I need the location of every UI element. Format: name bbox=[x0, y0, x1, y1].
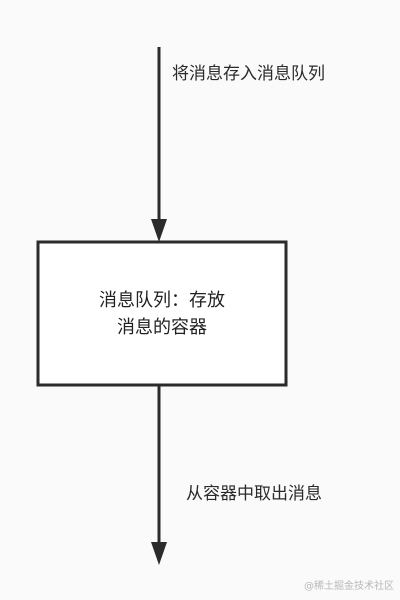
box-label-line-1: 消息队列：存放 bbox=[99, 289, 225, 311]
bottom-arrow-head bbox=[151, 542, 167, 565]
top-arrow-head bbox=[151, 219, 167, 242]
box-label-line-2: 消息的容器 bbox=[117, 316, 207, 338]
message-queue-box bbox=[36, 240, 288, 387]
top-arrow-label: 将消息存入消息队列 bbox=[172, 64, 325, 84]
bottom-arrow-label: 从容器中取出消息 bbox=[186, 484, 322, 504]
watermark: @稀土掘金技术社区 bbox=[304, 581, 394, 592]
box-label: 消息队列：存放 消息的容器 bbox=[38, 242, 286, 385]
